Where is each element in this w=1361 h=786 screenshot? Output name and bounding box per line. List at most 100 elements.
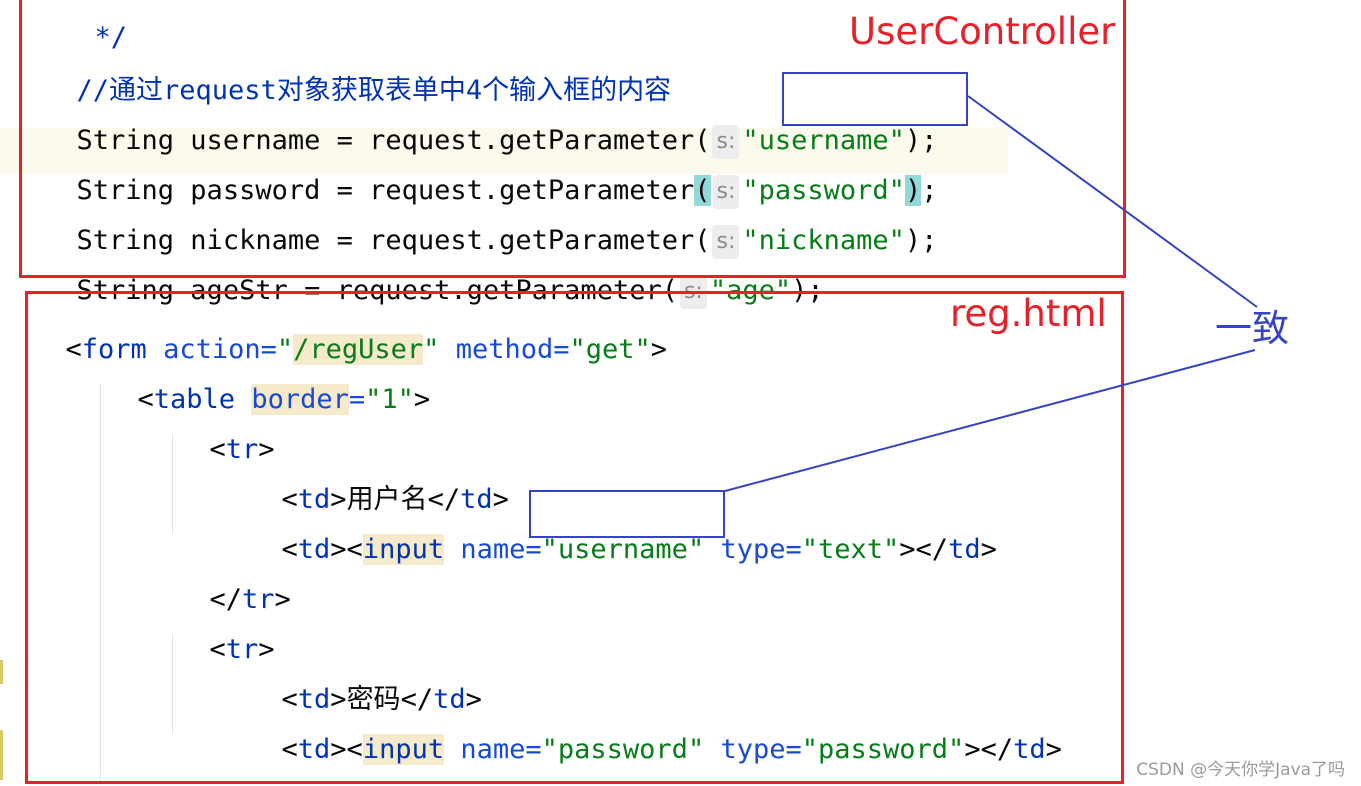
attr-value: "1" [365, 384, 414, 415]
param-hint: s: [712, 125, 740, 159]
gutter-change-mark [0, 730, 3, 780]
tag-name: td [1013, 734, 1046, 765]
attr-name: border [251, 384, 349, 415]
tag-name: td [297, 734, 331, 765]
tag-bracket: </ [427, 484, 461, 515]
html-td-username-input-line: <td><input name="username" type="text"><… [249, 490, 997, 565]
tag-bracket: < [137, 384, 154, 415]
java-line-end: ); [904, 125, 938, 156]
attr-value-action: /regUser [293, 334, 424, 365]
attr-value: "password" [541, 734, 705, 765]
cell-text: 密码 [346, 684, 401, 715]
tag-bracket: >< [330, 734, 363, 765]
java-line-end: ); [791, 275, 824, 306]
tag-bracket: >< [330, 534, 363, 565]
html-code-frame [25, 291, 1124, 784]
indent-guide [172, 434, 173, 534]
attr-quote: " [276, 334, 294, 365]
indent-guide [172, 634, 173, 734]
tag-name: td [433, 684, 466, 715]
tag-name: td [297, 534, 331, 565]
consistent-label: 一致 [1215, 307, 1289, 350]
tag-bracket: > [330, 484, 347, 515]
tag-bracket: < [281, 534, 298, 565]
html-tr-close-line: </tr> [177, 740, 291, 786]
java-string-arg: "nickname" [742, 225, 905, 256]
tag-bracket: ></ [964, 734, 1014, 765]
tag-name-input: input [362, 534, 445, 565]
tag-name: form [81, 334, 147, 365]
tag-bracket: > [275, 784, 291, 786]
cell-text: 用户名 [346, 484, 428, 515]
tag-bracket: < [281, 684, 298, 715]
tag-bracket: < [209, 434, 226, 465]
attr-value: "password" [801, 734, 965, 765]
tag-name: tr [242, 784, 275, 786]
attr-value-username: "username" [541, 534, 705, 565]
attr-value: "text" [801, 534, 900, 565]
html-file-label: reg.html [950, 292, 1107, 335]
tag-bracket: < [209, 634, 226, 665]
html-td-username-label-line: <td>用户名</td> [249, 440, 509, 515]
tag-bracket: > [492, 484, 509, 515]
tag-name: tr [225, 434, 259, 465]
attr-value: "get" [569, 334, 651, 365]
attr-name: method= [439, 334, 570, 365]
java-declaration: String username = request.getParameter( [76, 125, 711, 156]
java-line-age: String ageStr = request.getParameter(s:"… [44, 231, 824, 309]
tag-bracket: </ [400, 684, 434, 715]
tag-name: td [297, 484, 331, 515]
java-string-arg: "password" [742, 175, 905, 206]
java-line-end: ); [904, 225, 938, 256]
html-td-password-label-line: <td>密码</td> [249, 640, 482, 715]
tag-bracket: > [258, 434, 275, 465]
param-hint: s: [712, 175, 740, 209]
matched-paren-open: ( [694, 175, 711, 206]
comment-line: //通过request对象获取表单中4个输入框的内容 [44, 31, 672, 106]
html-tr-open-line: <tr> [177, 590, 275, 665]
java-line-nickname: String nickname = request.getParameter(s… [44, 181, 937, 259]
tag-bracket: > [650, 334, 668, 365]
tag-name: table [153, 384, 236, 415]
gutter-change-mark [0, 660, 3, 684]
java-declaration: String nickname = request.getParameter( [76, 225, 711, 256]
tag-name: tr [242, 584, 275, 615]
attr-name: name= [444, 534, 542, 565]
java-declaration: String ageStr = request.getParameter( [76, 275, 678, 306]
tag-bracket: > [413, 384, 431, 415]
comment-end: */ [94, 22, 128, 53]
tag-name-input: input [362, 734, 445, 765]
html-td-password-input-line: <td><input name="password" type="passwor… [249, 690, 1062, 765]
java-line-username: String username = request.getParameter(s… [44, 81, 937, 159]
tag-bracket: > [330, 684, 347, 715]
tag-name: td [297, 684, 331, 715]
code-comment: //通过request对象获取表单中4个输入框的内容 [76, 75, 672, 106]
attr-name: type= [704, 734, 802, 765]
tag-name: td [460, 484, 493, 515]
attr-equals: = [348, 384, 366, 415]
username-param-highlight [782, 72, 968, 126]
java-string-arg: "age" [709, 275, 792, 306]
java-line-end: ; [921, 175, 938, 206]
tag-bracket: </ [210, 784, 243, 786]
tag-bracket: > [1045, 734, 1062, 765]
attr-quote: " [423, 334, 440, 365]
tag-name: td [948, 534, 981, 565]
username-input-name-highlight [529, 490, 725, 538]
tag-bracket: < [65, 334, 82, 365]
attr-name: action= [146, 334, 277, 365]
tag-bracket: </ [209, 584, 243, 615]
html-tr-open-line: <tr> [177, 390, 275, 465]
current-line-highlight [0, 128, 1008, 174]
tag-bracket: ></ [899, 534, 949, 565]
param-hint: s: [712, 225, 740, 259]
html-table-line: <table border="1"> [105, 340, 430, 415]
comment-end-line: */ [62, 0, 128, 53]
java-line-password: String password = request.getParameter(s… [44, 131, 937, 209]
watermark: CSDN @今天你学Java了吗 [1136, 760, 1345, 780]
html-form-line: <form action="/regUser" method="get"> [33, 290, 667, 365]
indent-guide [100, 384, 101, 784]
controller-label: UserController [849, 10, 1116, 53]
tag-bracket: > [465, 684, 482, 715]
tag-bracket: > [258, 634, 275, 665]
